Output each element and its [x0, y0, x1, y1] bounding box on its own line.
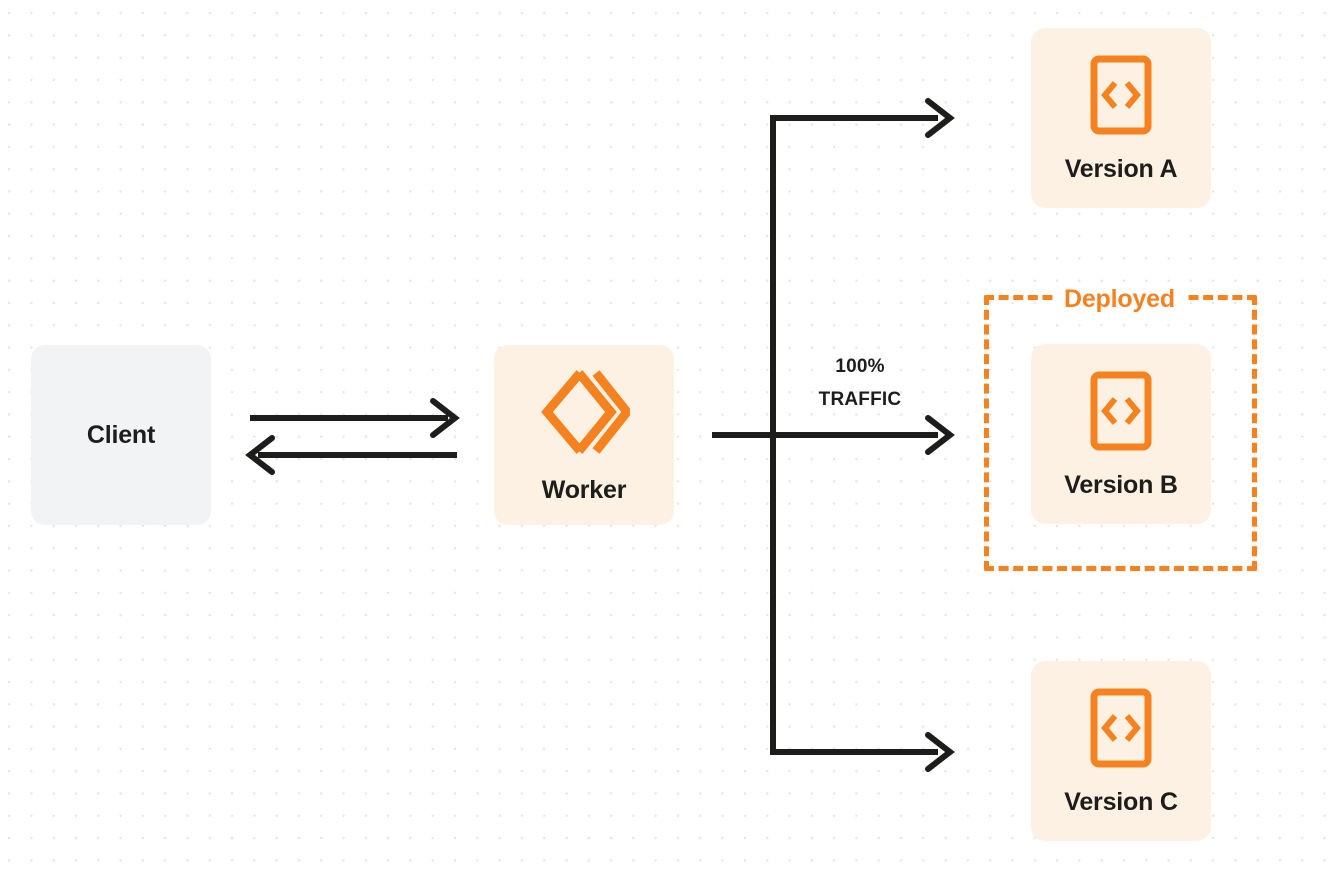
- node-version-c[interactable]: Version C: [1031, 661, 1211, 841]
- node-version-c-label: Version C: [1064, 787, 1178, 816]
- arrow-to-version-a: [770, 98, 955, 138]
- cloudflare-workers-logo-icon: [538, 368, 633, 456]
- node-version-b-label: Version B: [1064, 470, 1178, 499]
- node-version-a-label: Version A: [1064, 154, 1178, 183]
- node-client-label: Client: [86, 420, 156, 449]
- node-worker-label: Worker: [541, 475, 627, 504]
- node-worker[interactable]: Worker: [494, 345, 674, 525]
- traffic-percentage-label: 100% TRAFFIC: [786, 350, 934, 417]
- arrow-to-version-b: [773, 415, 955, 455]
- edge-worker-trunk: [712, 115, 776, 755]
- node-version-b[interactable]: Version B: [1031, 344, 1211, 524]
- arrow-client-to-worker: [250, 398, 460, 438]
- code-file-icon: [1090, 688, 1152, 768]
- traffic-word-label: TRAFFIC: [818, 389, 902, 411]
- node-client[interactable]: Client: [31, 345, 211, 525]
- code-file-icon: [1090, 371, 1152, 451]
- arrow-to-version-c: [770, 732, 955, 772]
- traffic-percent-value: 100%: [835, 356, 885, 377]
- code-file-icon: [1090, 55, 1152, 135]
- node-version-a[interactable]: Version A: [1031, 28, 1211, 208]
- deployed-group-label: Deployed: [1054, 287, 1185, 312]
- arrow-worker-to-client: [245, 435, 457, 475]
